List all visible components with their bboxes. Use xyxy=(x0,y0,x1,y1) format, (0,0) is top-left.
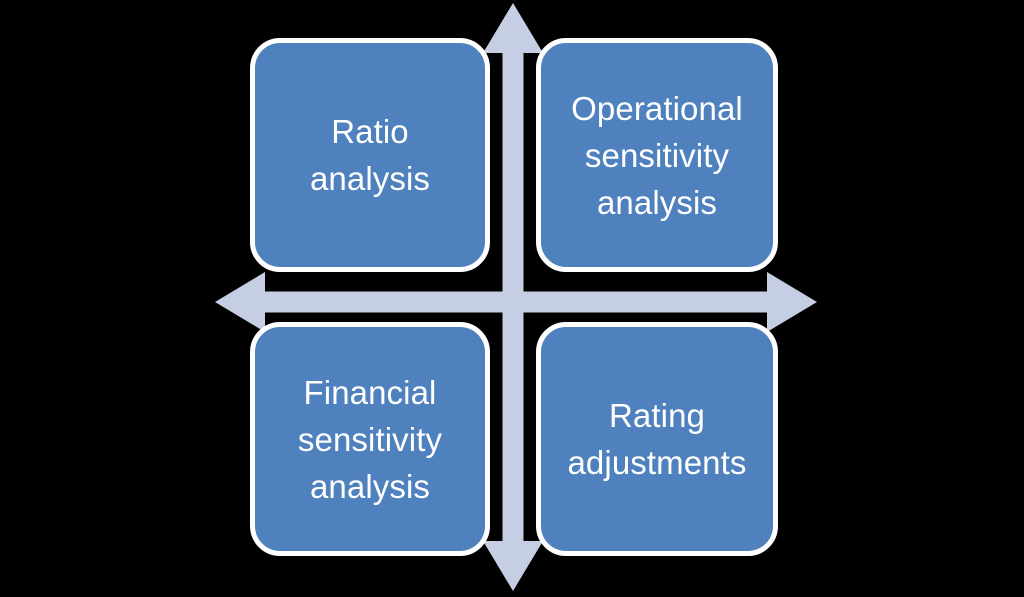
quadrant-label-top-right: Operational sensitivity analysis xyxy=(571,89,743,221)
quadrant-box-top-left[interactable]: Ratio analysis xyxy=(250,38,490,272)
quadrant-box-bottom-right[interactable]: Rating adjustments xyxy=(536,322,778,556)
quadrant-box-top-right[interactable]: Operational sensitivity analysis xyxy=(536,38,778,272)
quadrant-label-top-left: Ratio analysis xyxy=(309,113,431,197)
quadrant-box-bottom-left[interactable]: Financial sensitivity analysis xyxy=(250,322,490,556)
vertical-double-arrow-icon xyxy=(483,3,543,591)
quadrant-label-bottom-right: Rating adjustments xyxy=(567,397,747,481)
quadrant-label-bottom-left: Financial sensitivity analysis xyxy=(297,373,443,505)
